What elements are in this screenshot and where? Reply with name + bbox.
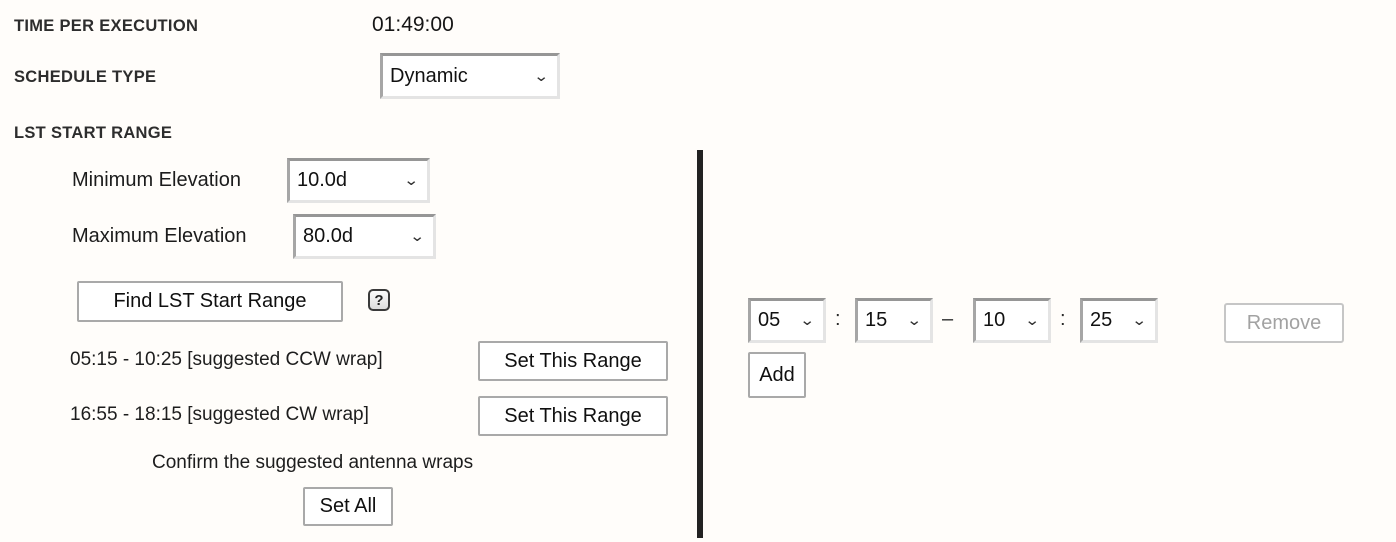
max-elevation-select[interactable]: 80.0d ⌄ <box>293 214 436 259</box>
start-minute-select[interactable]: 15 ⌄ <box>855 298 933 343</box>
set-this-range-button-2[interactable]: Set This Range <box>478 396 668 436</box>
min-elevation-selected-value: 10.0d <box>297 169 348 191</box>
schedule-type-selected-value: Dynamic <box>390 64 468 87</box>
end-minute-select[interactable]: 25 ⌄ <box>1080 298 1158 343</box>
schedule-type-label: SCHEDULE TYPE <box>14 68 157 86</box>
range-separator: – <box>942 308 954 330</box>
suggested-range-text: 05:15 - 10:25 [suggested CCW wrap] <box>70 349 383 370</box>
hour-minute-separator: : <box>1060 308 1066 330</box>
lst-start-range-title: LST START RANGE <box>14 124 173 142</box>
min-elevation-select[interactable]: 10.0d ⌄ <box>287 158 430 203</box>
end-hour-value: 10 <box>983 309 1006 331</box>
chevron-down-icon: ⌄ <box>409 228 426 245</box>
end-hour-select[interactable]: 10 ⌄ <box>973 298 1051 343</box>
start-hour-value: 05 <box>758 309 781 331</box>
start-minute-value: 15 <box>865 309 888 331</box>
find-lst-start-range-button[interactable]: Find LST Start Range <box>77 281 343 322</box>
set-this-range-button-1[interactable]: Set This Range <box>478 341 668 381</box>
time-per-execution-label: TIME PER EXECUTION <box>14 17 199 35</box>
max-elevation-label: Maximum Elevation <box>72 225 247 247</box>
help-icon[interactable]: ? <box>368 289 390 311</box>
chevron-down-icon: ⌄ <box>1024 312 1041 329</box>
min-elevation-label: Minimum Elevation <box>72 169 241 191</box>
time-per-execution-value: 01:49:00 <box>372 13 454 36</box>
remove-range-button[interactable]: Remove <box>1224 303 1344 343</box>
confirm-wraps-text: Confirm the suggested antenna wraps <box>152 452 474 473</box>
vertical-divider <box>697 150 703 538</box>
max-elevation-selected-value: 80.0d <box>303 225 354 247</box>
set-all-button[interactable]: Set All <box>303 487 393 526</box>
start-hour-select[interactable]: 05 ⌄ <box>748 298 826 343</box>
chevron-down-icon: ⌄ <box>403 172 420 189</box>
end-minute-value: 25 <box>1090 309 1113 331</box>
hour-minute-separator: : <box>835 308 841 330</box>
chevron-down-icon: ⌄ <box>799 312 816 329</box>
add-range-button[interactable]: Add <box>748 352 806 398</box>
schedule-type-select[interactable]: Dynamic ⌄ <box>380 53 560 99</box>
chevron-down-icon: ⌄ <box>533 67 550 85</box>
suggested-range-text: 16:55 - 18:15 [suggested CW wrap] <box>70 404 369 425</box>
chevron-down-icon: ⌄ <box>906 312 923 329</box>
chevron-down-icon: ⌄ <box>1131 312 1148 329</box>
